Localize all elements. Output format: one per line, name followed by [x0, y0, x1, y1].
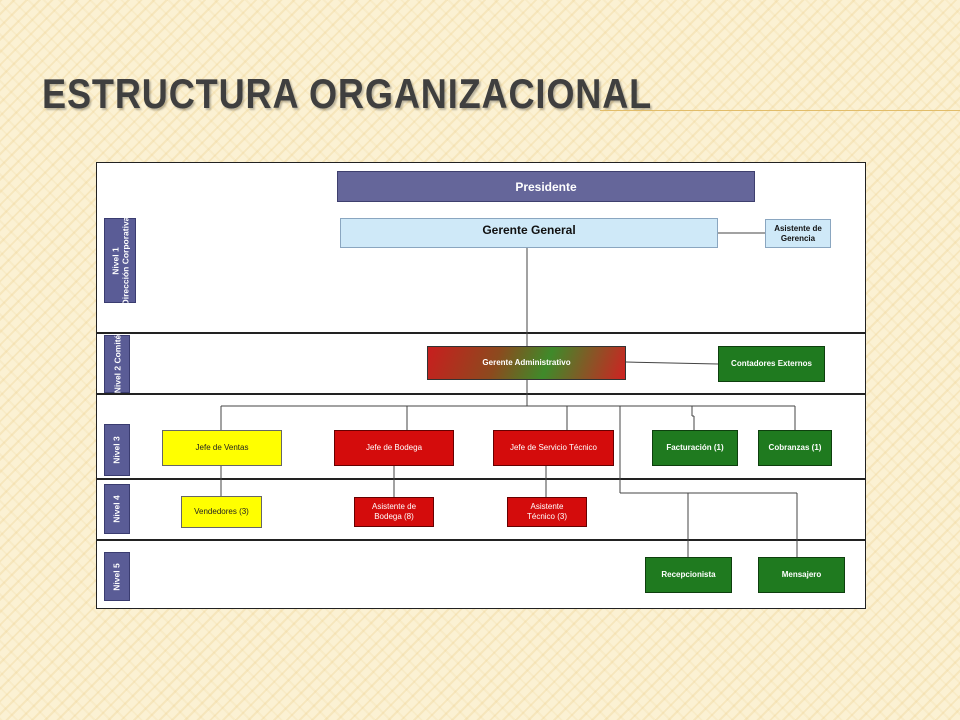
level-4-label: Nivel 4 [104, 484, 130, 534]
asistente-gerencia-box: Asistente de Gerencia [765, 219, 831, 248]
asistente-bodega-box: Asistente de Bodega (8) [354, 497, 434, 527]
presidente-box: Presidente [337, 171, 755, 202]
level-separator [97, 332, 865, 334]
jefe-ventas-box: Jefe de Ventas [162, 430, 282, 466]
level-2-label: Nivel 2 Comité [104, 335, 130, 393]
mensajero-box: Mensajero [758, 557, 845, 593]
jefe-servicio-tecnico-box: Jefe de Servicio Técnico [493, 430, 614, 466]
title-underline [600, 110, 960, 111]
vendedores-box: Vendedores (3) [181, 496, 262, 528]
cobranzas-box: Cobranzas (1) [758, 430, 832, 466]
gerente-general-box: Gerente General [340, 218, 718, 248]
level-3-label: Nivel 3 [104, 424, 130, 476]
asistente-tecnico-box: Asistente Técnico (3) [507, 497, 587, 527]
level-separator [97, 393, 865, 395]
level-1-label: Nivel 1 Dirección Corporativa [104, 216, 136, 305]
recepcionista-box: Recepcionista [645, 557, 732, 593]
contadores-externos-box: Contadores Externos [718, 346, 825, 382]
jefe-bodega-box: Jefe de Bodega [334, 430, 454, 466]
facturacion-box: Facturación (1) [652, 430, 738, 466]
gerente-administrativo-box: Gerente Administrativo [427, 346, 626, 380]
level-5-label: Nivel 5 [104, 552, 130, 601]
level-separator [97, 539, 865, 541]
level-separator [97, 478, 865, 480]
slide-title: ESTRUCTURA ORGANIZACIONAL [42, 70, 653, 117]
